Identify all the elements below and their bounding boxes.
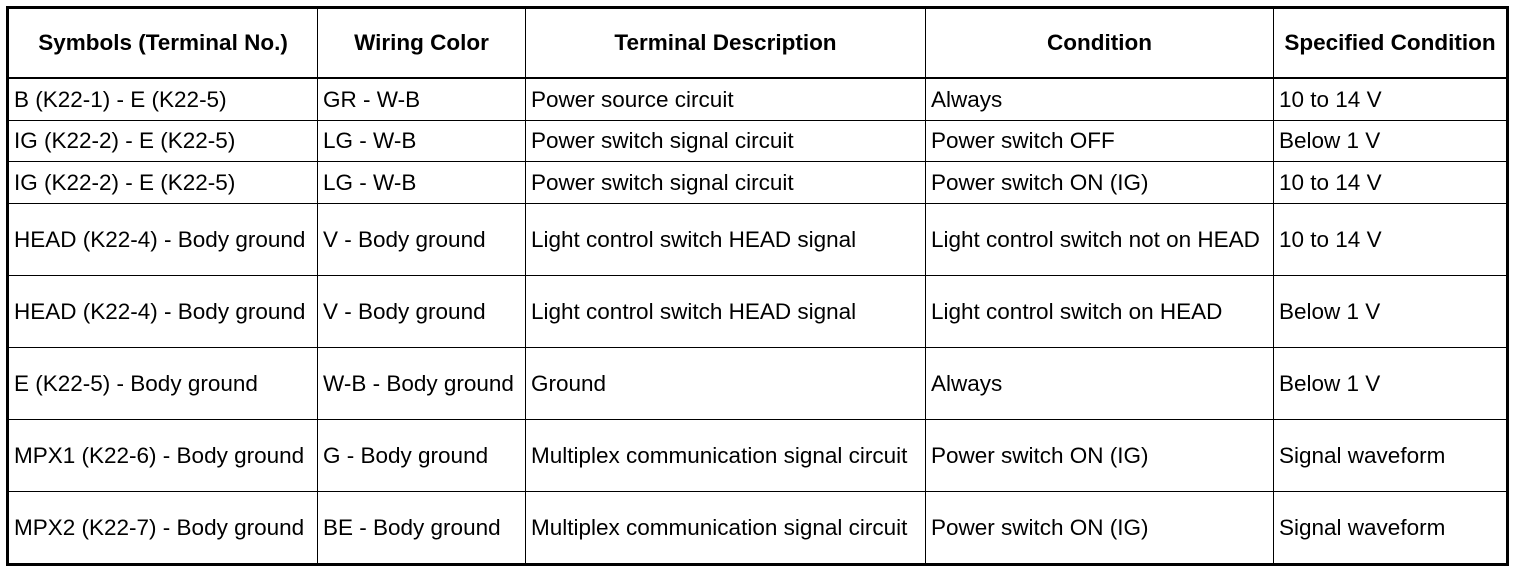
header-terminal-description: Terminal Description: [525, 7, 926, 79]
cell-wiring-color: BE - Body ground: [317, 490, 526, 566]
cell-terminal-description: Multiplex communication signal circuit: [525, 490, 926, 566]
table-row: MPX1 (K22-6) - Body ground G - Body grou…: [7, 418, 1508, 492]
cell-wiring-color: W-B - Body ground: [317, 346, 526, 420]
cell-wiring-color: V - Body ground: [317, 202, 526, 276]
cell-symbols: HEAD (K22-4) - Body ground: [7, 202, 318, 276]
cell-symbols: HEAD (K22-4) - Body ground: [7, 274, 318, 348]
cell-terminal-description: Light control switch HEAD signal: [525, 202, 926, 276]
cell-symbols: E (K22-5) - Body ground: [7, 346, 318, 420]
table-row: MPX2 (K22-7) - Body ground BE - Body gro…: [7, 490, 1508, 566]
cell-wiring-color: LG - W-B: [317, 161, 526, 204]
cell-wiring-color: G - Body ground: [317, 418, 526, 492]
cell-specified-condition: Signal waveform: [1273, 490, 1508, 566]
cell-terminal-description: Power switch signal circuit: [525, 119, 926, 163]
cell-specified-condition: Below 1 V: [1273, 346, 1508, 420]
header-row: Symbols (Terminal No.) Wiring Color Term…: [7, 7, 1508, 79]
cell-symbols: MPX1 (K22-6) - Body ground: [7, 418, 318, 492]
cell-condition: Light control switch not on HEAD: [925, 202, 1274, 276]
cell-symbols: MPX2 (K22-7) - Body ground: [7, 490, 318, 566]
cell-terminal-description: Power switch signal circuit: [525, 161, 926, 204]
cell-specified-condition: Signal waveform: [1273, 418, 1508, 492]
cell-condition: Light control switch on HEAD: [925, 274, 1274, 348]
cell-symbols: B (K22-1) - E (K22-5): [7, 77, 318, 121]
cell-symbols: IG (K22-2) - E (K22-5): [7, 161, 318, 204]
cell-terminal-description: Multiplex communication signal circuit: [525, 418, 926, 492]
cell-specified-condition: 10 to 14 V: [1273, 161, 1508, 204]
cell-symbols: IG (K22-2) - E (K22-5): [7, 119, 318, 163]
cell-condition: Power switch ON (IG): [925, 161, 1274, 204]
cell-condition: Power switch OFF: [925, 119, 1274, 163]
cell-specified-condition: Below 1 V: [1273, 274, 1508, 348]
table-body: B (K22-1) - E (K22-5) GR - W-B Power sou…: [7, 77, 1508, 566]
cell-terminal-description: Ground: [525, 346, 926, 420]
table-row: B (K22-1) - E (K22-5) GR - W-B Power sou…: [7, 77, 1508, 121]
table-header: Symbols (Terminal No.) Wiring Color Term…: [7, 7, 1508, 79]
cell-specified-condition: 10 to 14 V: [1273, 202, 1508, 276]
cell-wiring-color: V - Body ground: [317, 274, 526, 348]
header-condition: Condition: [925, 7, 1274, 79]
table-row: HEAD (K22-4) - Body ground V - Body grou…: [7, 274, 1508, 348]
cell-condition: Always: [925, 77, 1274, 121]
cell-condition: Power switch ON (IG): [925, 490, 1274, 566]
table-row: E (K22-5) - Body ground W-B - Body groun…: [7, 346, 1508, 420]
cell-specified-condition: Below 1 V: [1273, 119, 1508, 163]
terminal-specification-table: Symbols (Terminal No.) Wiring Color Term…: [6, 6, 1509, 566]
cell-condition: Always: [925, 346, 1274, 420]
header-specified-condition: Specified Condition: [1273, 7, 1508, 79]
cell-specified-condition: 10 to 14 V: [1273, 77, 1508, 121]
cell-terminal-description: Power source circuit: [525, 77, 926, 121]
table-row: IG (K22-2) - E (K22-5) LG - W-B Power sw…: [7, 119, 1508, 163]
table-row: HEAD (K22-4) - Body ground V - Body grou…: [7, 202, 1508, 276]
cell-condition: Power switch ON (IG): [925, 418, 1274, 492]
cell-terminal-description: Light control switch HEAD signal: [525, 274, 926, 348]
header-symbols: Symbols (Terminal No.): [7, 7, 318, 79]
cell-wiring-color: GR - W-B: [317, 77, 526, 121]
table-row: IG (K22-2) - E (K22-5) LG - W-B Power sw…: [7, 161, 1508, 204]
cell-wiring-color: LG - W-B: [317, 119, 526, 163]
header-wiring-color: Wiring Color: [317, 7, 526, 79]
